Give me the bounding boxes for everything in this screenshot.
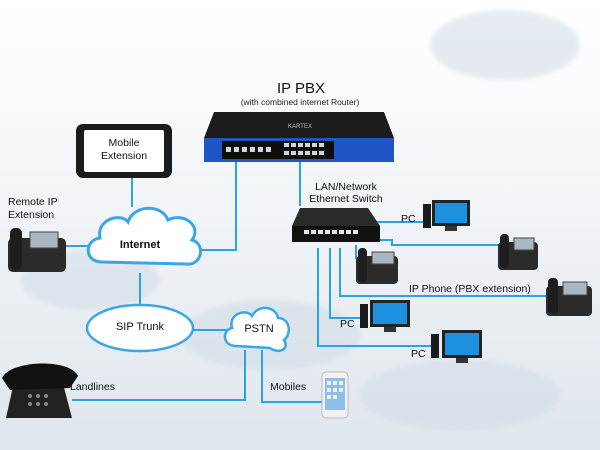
landline-phone-icon [2,363,78,418]
sip-trunk-label: SIP Trunk [115,321,165,333]
pstn-label: PSTN [244,323,274,335]
ip-phone-label: IP Phone (PBX extension) [409,283,531,295]
link-internet-router [196,162,237,251]
link-switch-phone3 [339,248,546,297]
internet-cloud-icon [86,206,202,266]
link-switch-pc1 [371,221,426,232]
tablet-icon [76,124,172,178]
pc-label: PC [411,348,426,360]
pstn-cloud-icon [223,306,291,352]
sip-trunk-ellipse [85,303,195,353]
ip-phone-icon [546,278,592,316]
ethernet-switch-icon [292,208,380,242]
link-pstn-mobiles [261,350,322,403]
mobile-phone-icon [321,371,349,419]
mobile-extension-label: Mobile Extension [100,137,148,162]
connection-lines [66,162,546,403]
mobiles-label: Mobiles [270,381,307,393]
ip-pbx-router-icon: KARTEX [204,112,394,162]
landlines-label: Landlines [70,381,115,393]
ip-phone-icon [498,234,538,270]
remote-ip-extension-label: Remote IP Extension [8,196,58,221]
internet-label: Internet [119,239,161,251]
switch-label: LAN/Network Ethernet Switch [309,181,383,205]
router-brand-text: KARTEX [288,124,312,130]
link-switch-pc2 [329,248,362,319]
pc-label: PC [401,213,416,225]
diagram-subtitle: (with combined internet Router) [240,97,360,107]
link-switch-pc3 [317,248,434,347]
pc-icon [423,200,470,231]
pc-icon [360,300,410,332]
pc-label: PC [340,318,355,330]
ip-phone-icon [356,248,398,284]
link-switch-phone1 [378,239,500,246]
link-pstn-landlines [72,350,246,401]
pc-icon [431,330,482,363]
remote-ip-phone-icon [8,228,66,272]
diagram-title: IP PBX [276,80,326,97]
